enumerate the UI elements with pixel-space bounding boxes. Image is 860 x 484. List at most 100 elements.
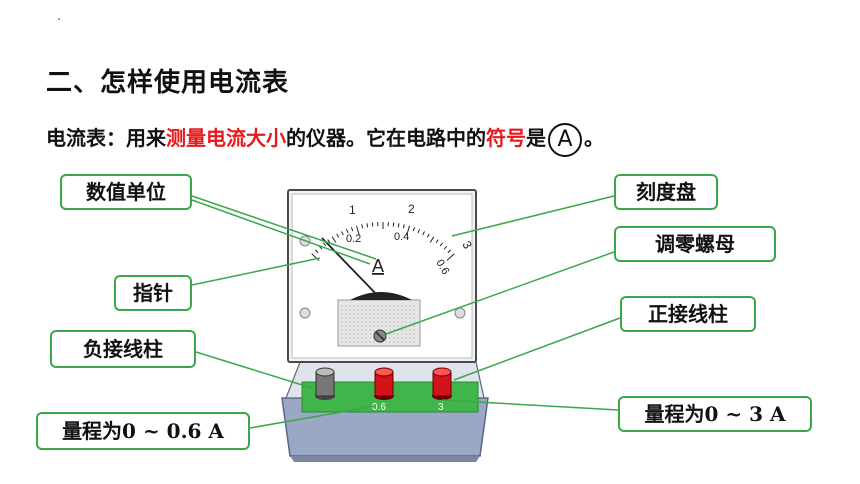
mechanism-dot <box>377 321 379 323</box>
mechanism-dot <box>369 321 371 323</box>
mechanism-dot <box>401 333 403 335</box>
mechanism-dot <box>341 325 343 327</box>
label-zero-adjust: 调零螺母 <box>614 226 776 262</box>
mechanism-dot <box>349 341 351 343</box>
meter-base-shadow <box>290 456 480 462</box>
mechanism-dot <box>409 333 411 335</box>
mechanism-dot <box>345 333 347 335</box>
mechanism-dot <box>397 305 399 307</box>
mechanism-dot <box>397 321 399 323</box>
mechanism-dot <box>345 341 347 343</box>
mechanism-dot <box>389 329 391 331</box>
mechanism-dot <box>405 337 407 339</box>
mechanism-dot <box>341 333 343 335</box>
mechanism-dot <box>373 313 375 315</box>
mechanism-dot <box>353 329 355 331</box>
scale-top-2: 2 <box>408 202 415 216</box>
mechanism-dot <box>405 305 407 307</box>
dial-tick-group <box>311 222 455 261</box>
pointer-needle <box>321 237 381 299</box>
mechanism-dot <box>357 329 359 331</box>
mechanism-dot <box>409 317 411 319</box>
screw-icon <box>299 307 311 319</box>
dial-tick <box>311 253 320 261</box>
mechanism-dot <box>373 325 375 327</box>
dial-tick <box>447 249 451 254</box>
mechanism-dot <box>349 313 351 315</box>
mechanism-dot <box>385 313 387 315</box>
mechanism-dot <box>369 313 371 315</box>
mechanism-dot <box>341 341 343 343</box>
mechanism-dot <box>365 325 367 327</box>
mechanism-dot <box>357 309 359 311</box>
mechanism-dot <box>365 337 367 339</box>
mechanism-dot <box>341 329 343 331</box>
decorative-dot <box>58 18 60 20</box>
scale-bottom-0-4: 0.4 <box>394 231 409 243</box>
mechanism-dot <box>381 305 383 307</box>
pointer-hub <box>350 292 412 300</box>
mechanism-dot <box>345 309 347 311</box>
mechanism-dot <box>373 305 375 307</box>
mechanism-dot <box>345 305 347 307</box>
mechanism-dot <box>401 317 403 319</box>
mechanism-dot <box>409 337 411 339</box>
mechanism-dot <box>401 309 403 311</box>
mechanism-dot <box>353 333 355 335</box>
mechanism-dot <box>349 333 351 335</box>
mechanism-dot <box>393 317 395 319</box>
mechanism-dot <box>393 313 395 315</box>
large-range-terminal-icon <box>432 367 452 400</box>
mechanism-dot <box>353 305 355 307</box>
mechanism-dot <box>357 313 359 315</box>
mechanism-dot <box>381 317 383 319</box>
mechanism-dot <box>369 333 371 335</box>
label-positive-terminal: 正接线柱 <box>620 296 756 332</box>
mechanism-dot <box>357 341 359 343</box>
page-title: 二、怎样使用电流表 <box>46 68 290 98</box>
mechanism-dot <box>361 337 363 339</box>
dial-tick <box>443 245 448 250</box>
mechanism-dot <box>405 341 407 343</box>
mechanism-dot <box>353 325 355 327</box>
mechanism-dot <box>349 309 351 311</box>
small-range-terminal-icon <box>374 367 394 400</box>
dial-tick <box>402 224 405 229</box>
mechanism-dot <box>361 305 363 307</box>
mechanism-dot <box>345 313 347 315</box>
mechanism-dot <box>349 337 351 339</box>
mechanism-dot <box>353 309 355 311</box>
mechanism-dot <box>369 325 371 327</box>
dial-tick <box>406 225 410 236</box>
mechanism-dot <box>413 313 415 315</box>
mechanism-dot <box>397 333 399 335</box>
mechanism-dot <box>369 305 371 307</box>
mechanism-dot <box>413 333 415 335</box>
mechanism-dot <box>413 309 415 311</box>
mechanism-dot <box>361 329 363 331</box>
dial-tick <box>315 249 319 254</box>
mechanism-dot <box>341 305 343 307</box>
intro-suffix-after: 。 <box>584 126 604 150</box>
mechanism-dot <box>389 317 391 319</box>
mechanism-dot <box>405 321 407 323</box>
mechanism-dot <box>369 337 371 339</box>
mechanism-dot <box>365 317 367 319</box>
unit-letter: A <box>372 256 384 276</box>
intro-prefix: 电流表：用来 <box>46 126 166 150</box>
mechanism-dot <box>369 329 371 331</box>
mechanism-dot <box>349 329 351 331</box>
dial-tick <box>422 231 425 236</box>
mechanism-dot <box>353 317 355 319</box>
mechanism-dot <box>393 341 395 343</box>
mechanism-dot <box>413 325 415 327</box>
mechanism-dot <box>397 341 399 343</box>
screw-slot <box>375 331 385 341</box>
scale-top-1: 1 <box>349 203 356 217</box>
mechanism-dot <box>341 313 343 315</box>
mechanism-dot <box>353 341 355 343</box>
dial-tick <box>361 224 364 229</box>
mechanism-dot <box>361 313 363 315</box>
mechanism-dot <box>377 313 379 315</box>
